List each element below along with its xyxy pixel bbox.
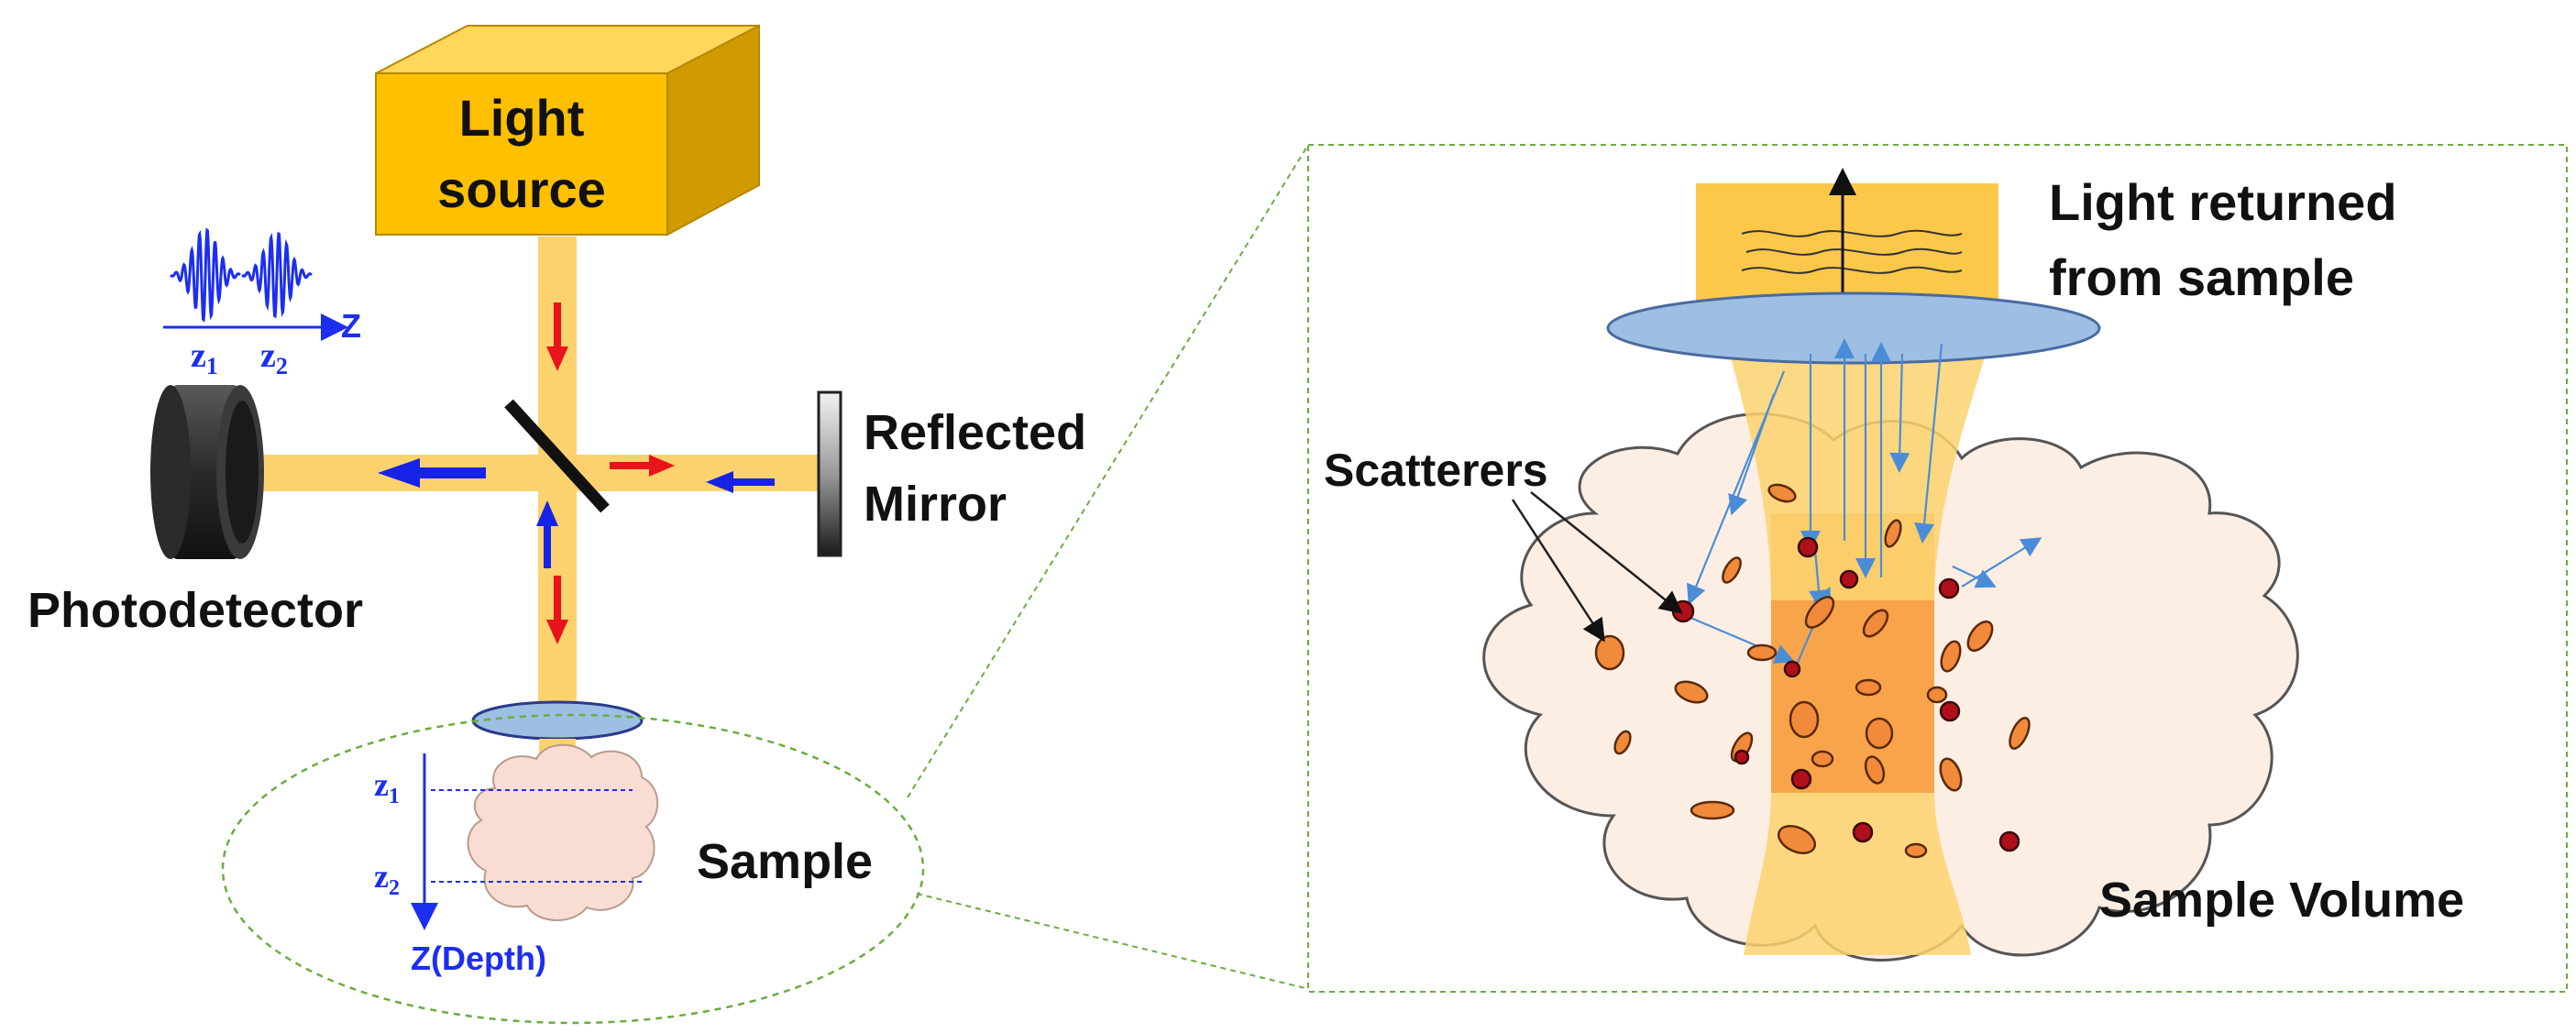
light-source-label-2: source [437, 160, 606, 218]
arrow-to-detector [378, 458, 486, 488]
scatterer [1862, 609, 1889, 638]
light-source: Light source [375, 24, 760, 236]
arrow-sample-up [536, 500, 558, 568]
scatter-rays [1677, 338, 2042, 665]
scatterer [1940, 640, 1962, 673]
interference-signal: Z z1 z2 [163, 227, 361, 379]
arrow-source-down [546, 302, 568, 371]
returned-waves [1741, 229, 1963, 274]
scatterer-dot [1783, 660, 1801, 678]
mirror-label-2: Mirror [864, 477, 1007, 532]
scatterer-dot [1852, 821, 1874, 843]
sample-label: Sample [697, 834, 873, 889]
scatterer [1594, 634, 1625, 671]
objective-lens-right [1606, 291, 2101, 365]
scatterer-dot [1839, 569, 1859, 589]
scatterer [2009, 717, 2031, 750]
photodetector-back [150, 385, 191, 559]
scatterer-dot [1790, 768, 1812, 790]
scatterer [1690, 800, 1735, 820]
scatterer [1855, 678, 1882, 697]
scatterer [1904, 842, 1928, 859]
light-source-label-1: Light [459, 89, 585, 147]
scatterer [1613, 730, 1632, 755]
scatterer [1926, 686, 1948, 704]
scatterers-label: Scatterers [1324, 445, 1548, 496]
sample-volume-label: Sample Volume [2099, 873, 2464, 928]
direction-arrows [378, 302, 775, 644]
scatterer [1804, 596, 1835, 629]
objective-lens-left [471, 700, 644, 741]
scatterer-dot [1797, 536, 1819, 558]
scatterer-ellipses [1594, 483, 2031, 859]
mirror-label-1: Reflected [864, 405, 1086, 460]
scatterer [1674, 680, 1709, 704]
scatterer-dot [1938, 577, 1960, 599]
scatterer-dots [1671, 536, 2020, 852]
sample-region [221, 713, 925, 1025]
arrow-from-mirror [706, 471, 775, 493]
light-returned-label-1: Light returned [2049, 173, 2397, 231]
signal-z1-label: z1 [191, 336, 218, 379]
photodetector [150, 385, 264, 559]
arrow-sample-down [546, 576, 568, 644]
reflected-mirror [817, 390, 842, 557]
zoom-connector-top [907, 144, 1309, 798]
scatterer [1789, 700, 1820, 739]
signal-z2-label: z2 [260, 336, 288, 379]
photodetector-face [226, 401, 259, 544]
scatterer-dot [1939, 700, 1961, 722]
sample-tissue-small [467, 743, 659, 921]
wave-packet-z1 [170, 227, 241, 323]
scatterer-dot [1671, 599, 1695, 623]
scatterers-pointers [1511, 491, 1683, 643]
focus-core [1771, 600, 1934, 793]
scatterer [1746, 643, 1778, 662]
scatterer [1864, 755, 1886, 785]
scatterer [1722, 556, 1742, 584]
scatterer [1966, 620, 1994, 653]
light-returned-label-2: from sample [2049, 248, 2354, 306]
scatterer [1865, 717, 1894, 750]
depth-z2-label: z2 [374, 858, 400, 900]
scatterer [1884, 519, 1902, 548]
beam-splitter [504, 399, 610, 513]
scatterer-dot [1998, 830, 2020, 852]
light-cone-upper-bright [1771, 513, 1934, 605]
light-source-front [375, 72, 668, 236]
wave-packet-z2 [241, 231, 313, 319]
depth-axis-label: Z(Depth) [411, 940, 546, 977]
scatterer [1777, 824, 1817, 855]
scatterer-dot [1734, 749, 1750, 765]
scatterer [1811, 750, 1834, 768]
zoom-connector-bottom [916, 893, 1321, 993]
signal-axis-label: Z [341, 307, 361, 345]
scatterer [1767, 483, 1797, 503]
photodetector-label: Photodetector [28, 583, 363, 638]
depth-z1-label: z1 [374, 766, 400, 808]
arrow-to-mirror [610, 455, 675, 477]
scatterer [1939, 757, 1963, 792]
